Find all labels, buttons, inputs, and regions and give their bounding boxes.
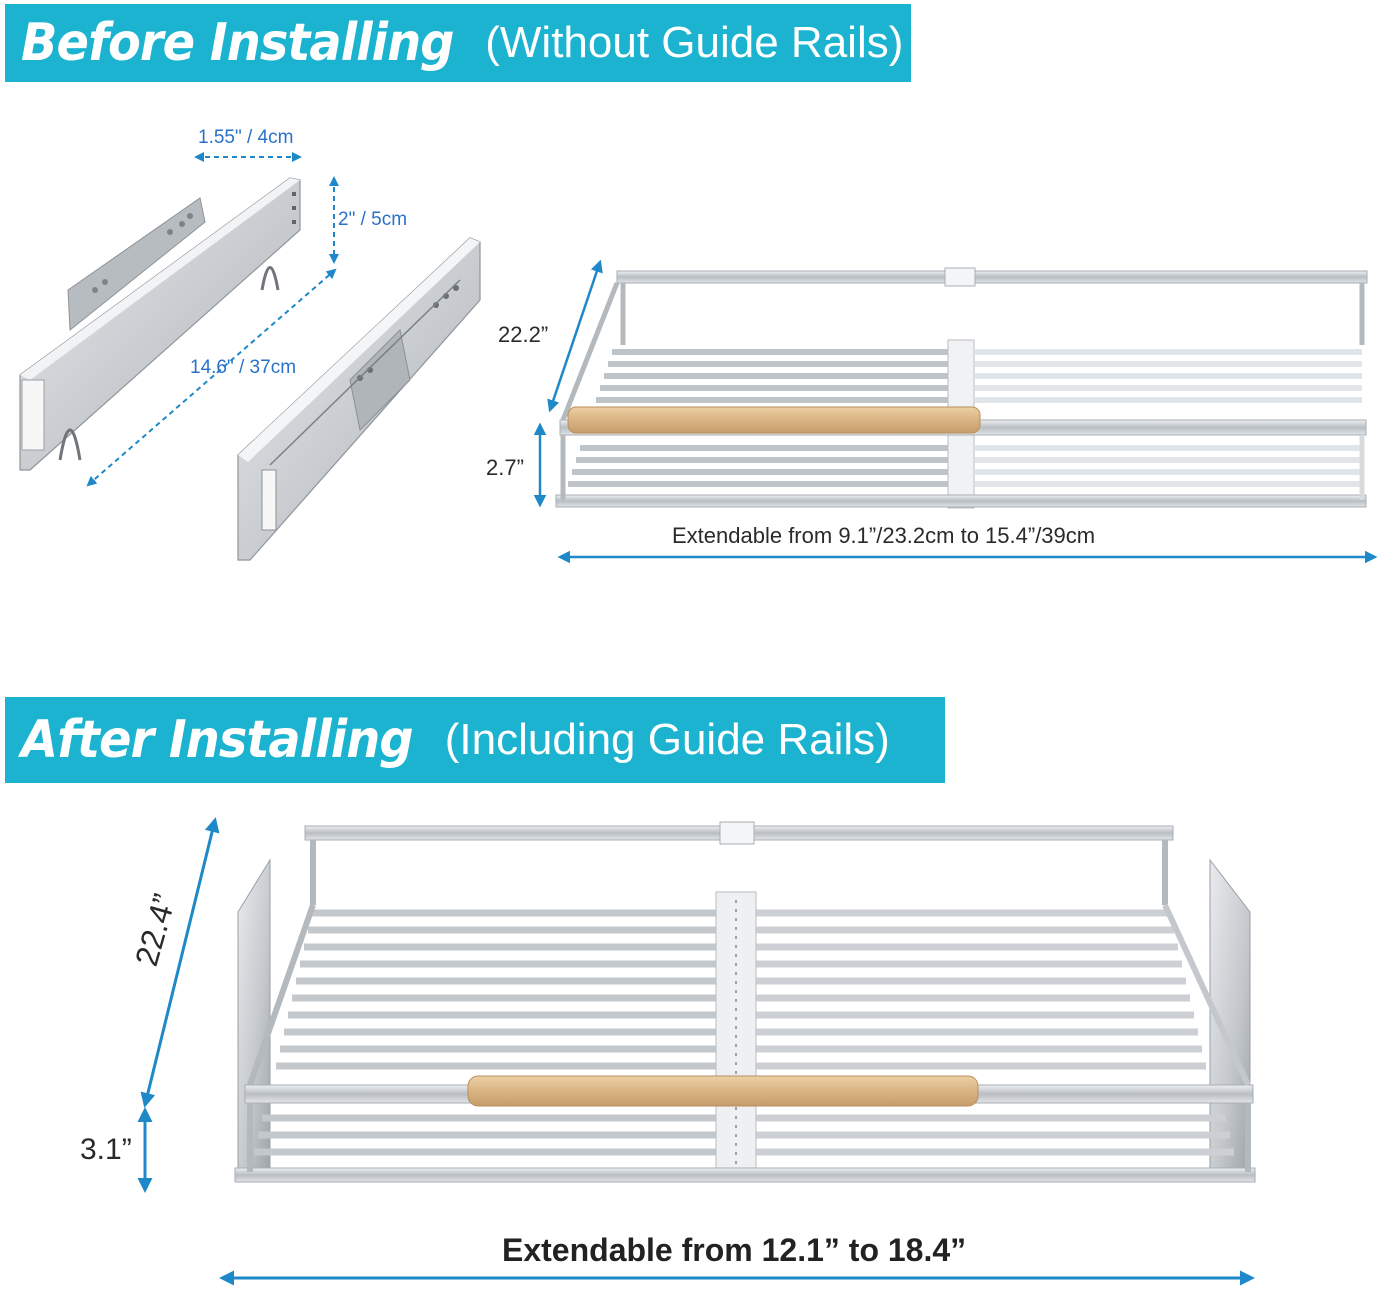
basket-after (234, 821, 1256, 1183)
banner-subtitle: (Including Guide Rails) (444, 715, 890, 764)
rail-height-label: 2" / 5cm (338, 209, 408, 230)
banner-title: After Installing (21, 710, 414, 770)
bottom-banner: After Installing (Including Guide Rails) (5, 697, 945, 783)
basket-before-extend-label: Extendable from 9.1”/23.2cm to 15.4”/39c… (672, 523, 1095, 549)
banner-title: Before Installing (21, 13, 455, 73)
rail-width-label: 1.55" / 4cm (198, 127, 294, 148)
basket-before-depth-arrow (547, 259, 603, 413)
basket-before-depth-label: 22.2” (498, 322, 549, 347)
banner-subtitle: (Without Guide Rails) (485, 18, 904, 67)
basket-after-depth-arrow (140, 817, 220, 1108)
rail-length-arrow (86, 268, 337, 487)
extend-range: 12.1” to 18.4” (761, 1232, 967, 1268)
basket-after-extend-label: Extendable from 12.1” to 18.4” (502, 1232, 966, 1269)
basket-after-height-label: 3.1” (80, 1133, 132, 1166)
top-banner: Before Installing (Without Guide Rails) (5, 4, 911, 82)
slide-rail-right (237, 237, 481, 561)
extend-prefix: Extendable from (672, 523, 839, 548)
extend-prefix: Extendable from (502, 1232, 762, 1268)
slide-rail-left (19, 177, 301, 471)
extend-range: 9.1”/23.2cm to 15.4”/39cm (838, 523, 1096, 548)
basket-before-height-label: 2.7” (486, 455, 524, 480)
rail-length-label: 14.6" / 37cm (190, 357, 297, 378)
basket-before (555, 267, 1368, 509)
